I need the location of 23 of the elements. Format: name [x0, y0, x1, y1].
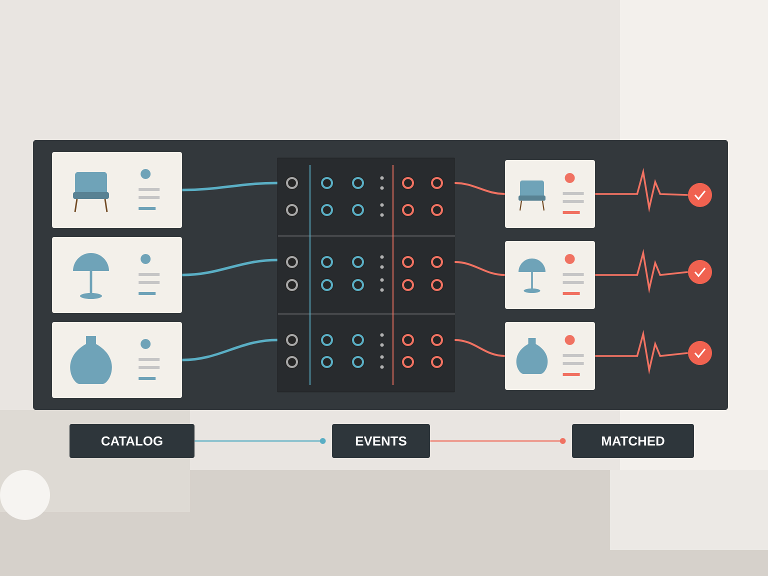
product-card	[505, 322, 595, 390]
cable	[182, 338, 278, 362]
cable	[454, 339, 505, 357]
check-icon	[688, 260, 712, 284]
pulse-line	[595, 168, 688, 213]
label-tag: EVENTS	[332, 424, 430, 458]
cable	[182, 258, 278, 276]
product-card	[52, 322, 182, 398]
cable	[454, 182, 505, 195]
check-icon	[688, 341, 712, 365]
product-card	[52, 237, 182, 313]
product-card	[52, 152, 182, 228]
product-card	[505, 241, 595, 309]
cable	[182, 182, 278, 192]
label-tag: CATALOG	[70, 424, 194, 458]
cable	[454, 261, 505, 276]
check-icon	[688, 183, 712, 207]
connector-line	[194, 438, 326, 444]
pulse-line	[595, 248, 688, 294]
connector-line	[430, 438, 566, 444]
pulse-line	[595, 330, 688, 375]
product-card	[505, 160, 595, 228]
label-tag: MATCHED	[572, 424, 694, 458]
